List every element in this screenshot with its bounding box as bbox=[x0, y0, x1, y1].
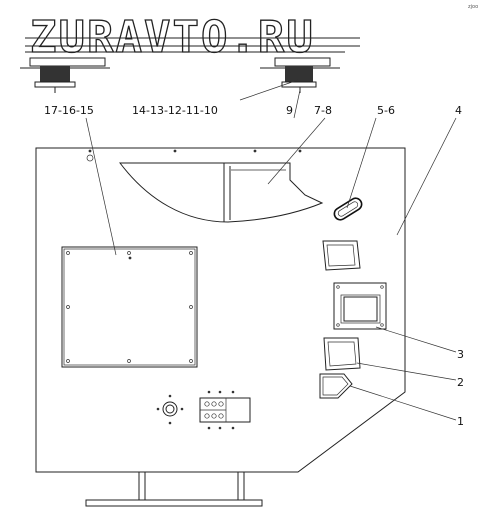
base-frame bbox=[85, 472, 263, 507]
callout-7-8: 7-8 bbox=[314, 104, 332, 117]
left-bolt-icon bbox=[40, 66, 70, 82]
curved-duct bbox=[118, 162, 324, 223]
top-mount-assembly bbox=[20, 37, 360, 93]
corner-mark: zjoo bbox=[468, 4, 478, 10]
callout-3: 3 bbox=[457, 348, 464, 361]
callout-5-6: 5-6 bbox=[377, 104, 395, 117]
access-cover bbox=[61, 246, 198, 368]
main-panel bbox=[35, 147, 406, 473]
connector-block bbox=[156, 390, 251, 430]
callout-9: 9 bbox=[286, 104, 293, 117]
panel-bolt-icon bbox=[86, 154, 94, 162]
gasket-part-1 bbox=[319, 373, 353, 399]
plate-part-2 bbox=[323, 337, 361, 371]
callout-14-10: 14-13-12-11-10 bbox=[132, 104, 218, 117]
right-bolt-icon bbox=[285, 66, 313, 82]
callout-4: 4 bbox=[455, 104, 462, 117]
callout-17-16-15: 17-16-15 bbox=[44, 104, 94, 117]
slot-grommet bbox=[333, 197, 363, 221]
callout-2: 2 bbox=[457, 376, 464, 389]
plate-part-3 bbox=[333, 282, 387, 330]
callout-1: 1 bbox=[457, 415, 464, 428]
leader-lines bbox=[85, 79, 457, 421]
square-plate-upper bbox=[322, 240, 361, 271]
